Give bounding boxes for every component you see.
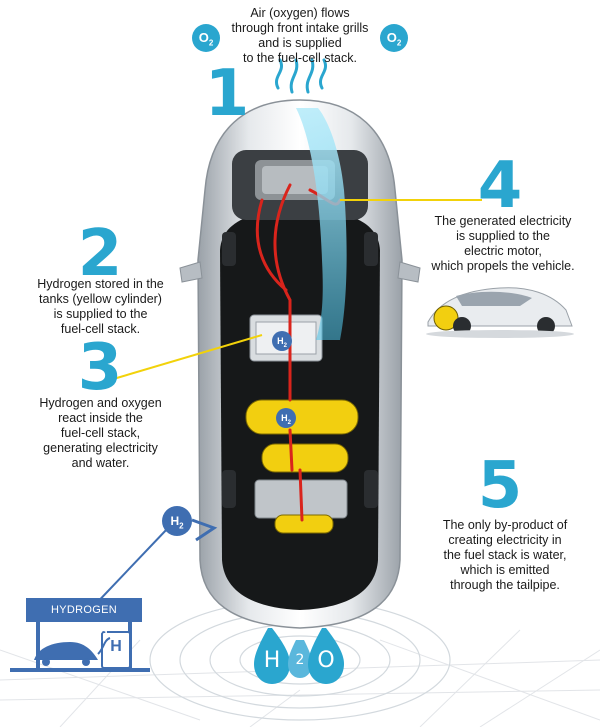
hydrogen-station-graphic	[10, 598, 150, 672]
step-5-caption: The only by-product of creating electric…	[442, 518, 568, 592]
side-view-car	[426, 287, 574, 338]
step-3-caption: Hydrogen and oxygen react inside the fue…	[39, 396, 162, 470]
h2-badge-icon: H2	[162, 506, 192, 536]
step-2-caption: Hydrogen stored in the tanks (yellow cyl…	[37, 277, 164, 336]
water-drop-letter-o: O	[317, 648, 335, 673]
step-1-number: 1	[204, 57, 250, 131]
o2-bubble-icon: O2	[192, 24, 220, 52]
o2-bubble-icon: O2	[380, 24, 408, 52]
step-4-number: 4	[477, 149, 523, 223]
car-body	[179, 99, 421, 629]
water-drop-letter-h: H	[263, 648, 281, 673]
air-flow	[296, 108, 347, 340]
water-drop-icon	[254, 628, 344, 684]
step-1-caption: Air (oxygen) flows through front intake …	[231, 6, 369, 65]
h2-badge-icon: H2	[272, 331, 292, 351]
car-icon	[34, 642, 98, 660]
h2-arrow-icon	[191, 518, 218, 542]
step-2-number: 2	[77, 217, 123, 291]
station-leader-line	[89, 527, 169, 611]
intake-air-lines	[275, 58, 327, 94]
water-drop-letter-2: 2	[295, 652, 305, 668]
hydrogen-pump-sign: H	[110, 638, 122, 655]
leader-lines	[109, 199, 482, 381]
hydrogen-flow	[255, 183, 342, 522]
step-5-number: 5	[477, 449, 523, 523]
step-4-caption: The generated electricity is supplied to…	[431, 214, 575, 273]
h2-badge-icon: H2	[276, 408, 296, 428]
step-3-number: 3	[77, 331, 123, 405]
hydrogen-station-label: HYDROGEN STATION	[51, 604, 117, 636]
